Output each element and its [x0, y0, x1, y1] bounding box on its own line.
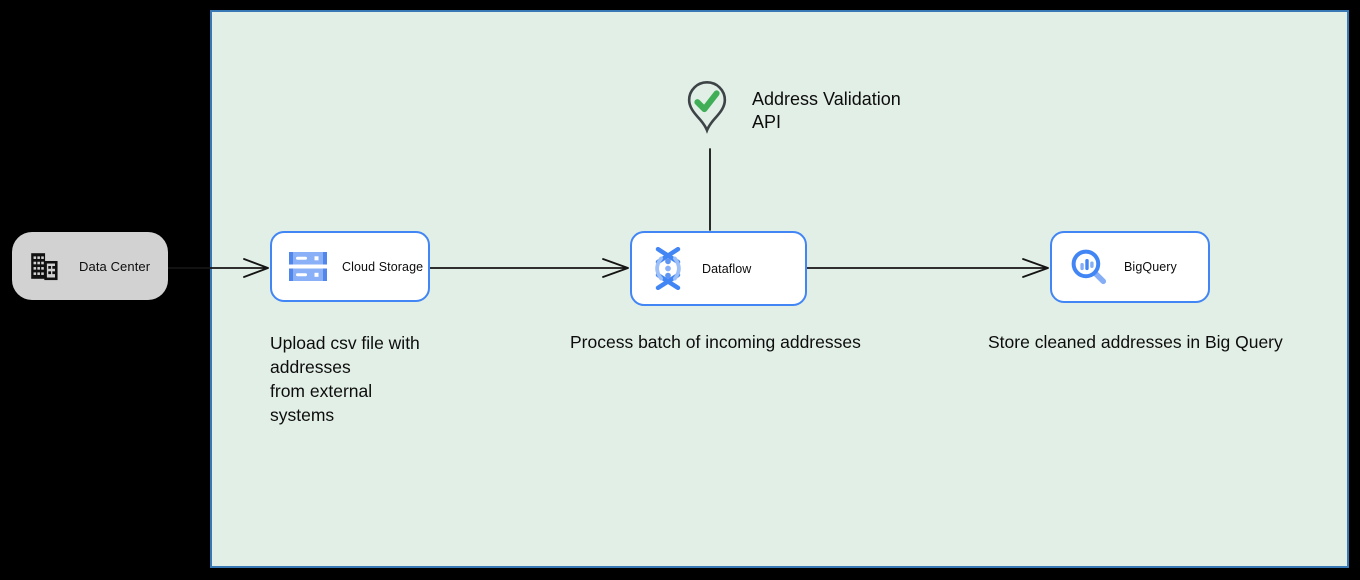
api-annotation-label: Address Validation API: [752, 89, 901, 132]
node-cloud-storage[interactable]: Cloud Storage: [270, 231, 430, 302]
node-label-data-center: Data Center: [79, 258, 151, 274]
bigquery-icon: [1069, 247, 1109, 287]
node-label-cloud-storage: Cloud Storage: [342, 259, 424, 274]
caption-process-batch: Process batch of incoming addresses: [570, 332, 861, 352]
cloud-storage-icon: [289, 251, 327, 282]
dataflow-icon: [649, 247, 687, 290]
caption-upload-csv: Upload csv file with addresses from exte…: [270, 333, 420, 425]
node-bigquery[interactable]: BigQuery: [1050, 231, 1210, 303]
map-pin-check-icon: [686, 79, 728, 134]
node-label-bigquery: BigQuery: [1124, 260, 1177, 274]
node-data-center[interactable]: Data Center: [12, 232, 168, 300]
caption-store-cleaned: Store cleaned addresses in Big Query: [988, 332, 1283, 352]
node-label-dataflow: Dataflow: [702, 261, 752, 276]
node-dataflow[interactable]: Dataflow: [630, 231, 807, 306]
building-icon: [28, 250, 60, 282]
